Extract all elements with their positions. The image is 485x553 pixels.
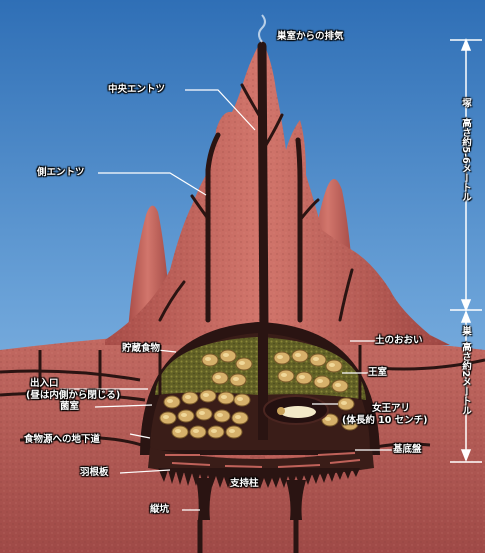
fungus-comb-highlight (295, 353, 301, 357)
fungus-comb-highlight (341, 401, 347, 405)
food-storage-label: 貯蔵食物 (122, 343, 160, 354)
side-chimney-label: 側エントツ (37, 167, 85, 178)
fungus-comb-highlight (313, 357, 319, 361)
fungus-comb-highlight (233, 377, 239, 381)
fungus-comb-highlight (199, 411, 205, 415)
fungus-comb-highlight (317, 379, 323, 383)
fin-plate-label: 羽根板 (80, 467, 109, 478)
royal-chamber-label: 王室 (368, 367, 387, 378)
fungus-comb-highlight (329, 363, 335, 367)
fungus-comb-highlight (237, 397, 243, 401)
fungus-comb-highlight (235, 415, 241, 419)
fungus-comb-highlight (299, 375, 305, 379)
fungus-comb-highlight (215, 375, 221, 379)
underground-passage-label: 食物源への地下道 (24, 434, 100, 445)
fungus-comb-highlight (175, 429, 181, 433)
fungus-room-label: 菌室 (60, 401, 79, 412)
central-chimney-label: 中央エントツ (108, 84, 165, 95)
exhaust-label: 巣室からの排気 (277, 31, 344, 42)
support-pillar-label: 支持柱 (230, 478, 259, 489)
soil-cover-label: 土のおおい (375, 335, 423, 346)
fungus-comb-highlight (217, 413, 223, 417)
vertical-shaft-label: 縦坑 (150, 504, 169, 515)
mound-height-label: 高さ約5-6メートル (460, 118, 471, 202)
fungus-comb-highlight (163, 415, 169, 419)
entrance-note-label: (昼は内側から閉じる) (26, 390, 120, 401)
fungus-comb-highlight (229, 429, 235, 433)
base-plate-label: 基底盤 (393, 444, 422, 455)
queen-termite (280, 406, 316, 418)
fungus-comb-highlight (181, 413, 187, 417)
fungus-comb-highlight (211, 429, 217, 433)
fungus-comb-highlight (223, 353, 229, 357)
fungus-comb-highlight (221, 395, 227, 399)
fungus-comb-highlight (203, 393, 209, 397)
queen-label: 女王アリ (372, 403, 410, 414)
fungus-comb-highlight (193, 429, 199, 433)
entrance-label: 出入口 (30, 378, 59, 389)
queen-size-label: (体長約 10 センチ) (342, 415, 428, 426)
mound-label: 塚 (460, 98, 471, 108)
fungus-comb-highlight (335, 383, 341, 387)
fungus-comb-highlight (277, 355, 283, 359)
nest-label: 巣 (460, 326, 471, 336)
fungus-comb-highlight (325, 417, 331, 421)
fungus-comb-highlight (167, 399, 173, 403)
fungus-comb-highlight (281, 373, 287, 377)
fungus-comb-highlight (185, 395, 191, 399)
fungus-comb-highlight (205, 357, 211, 361)
nest-height-label: 高さ約2メートル (460, 342, 471, 415)
fungus-comb-highlight (239, 361, 245, 365)
